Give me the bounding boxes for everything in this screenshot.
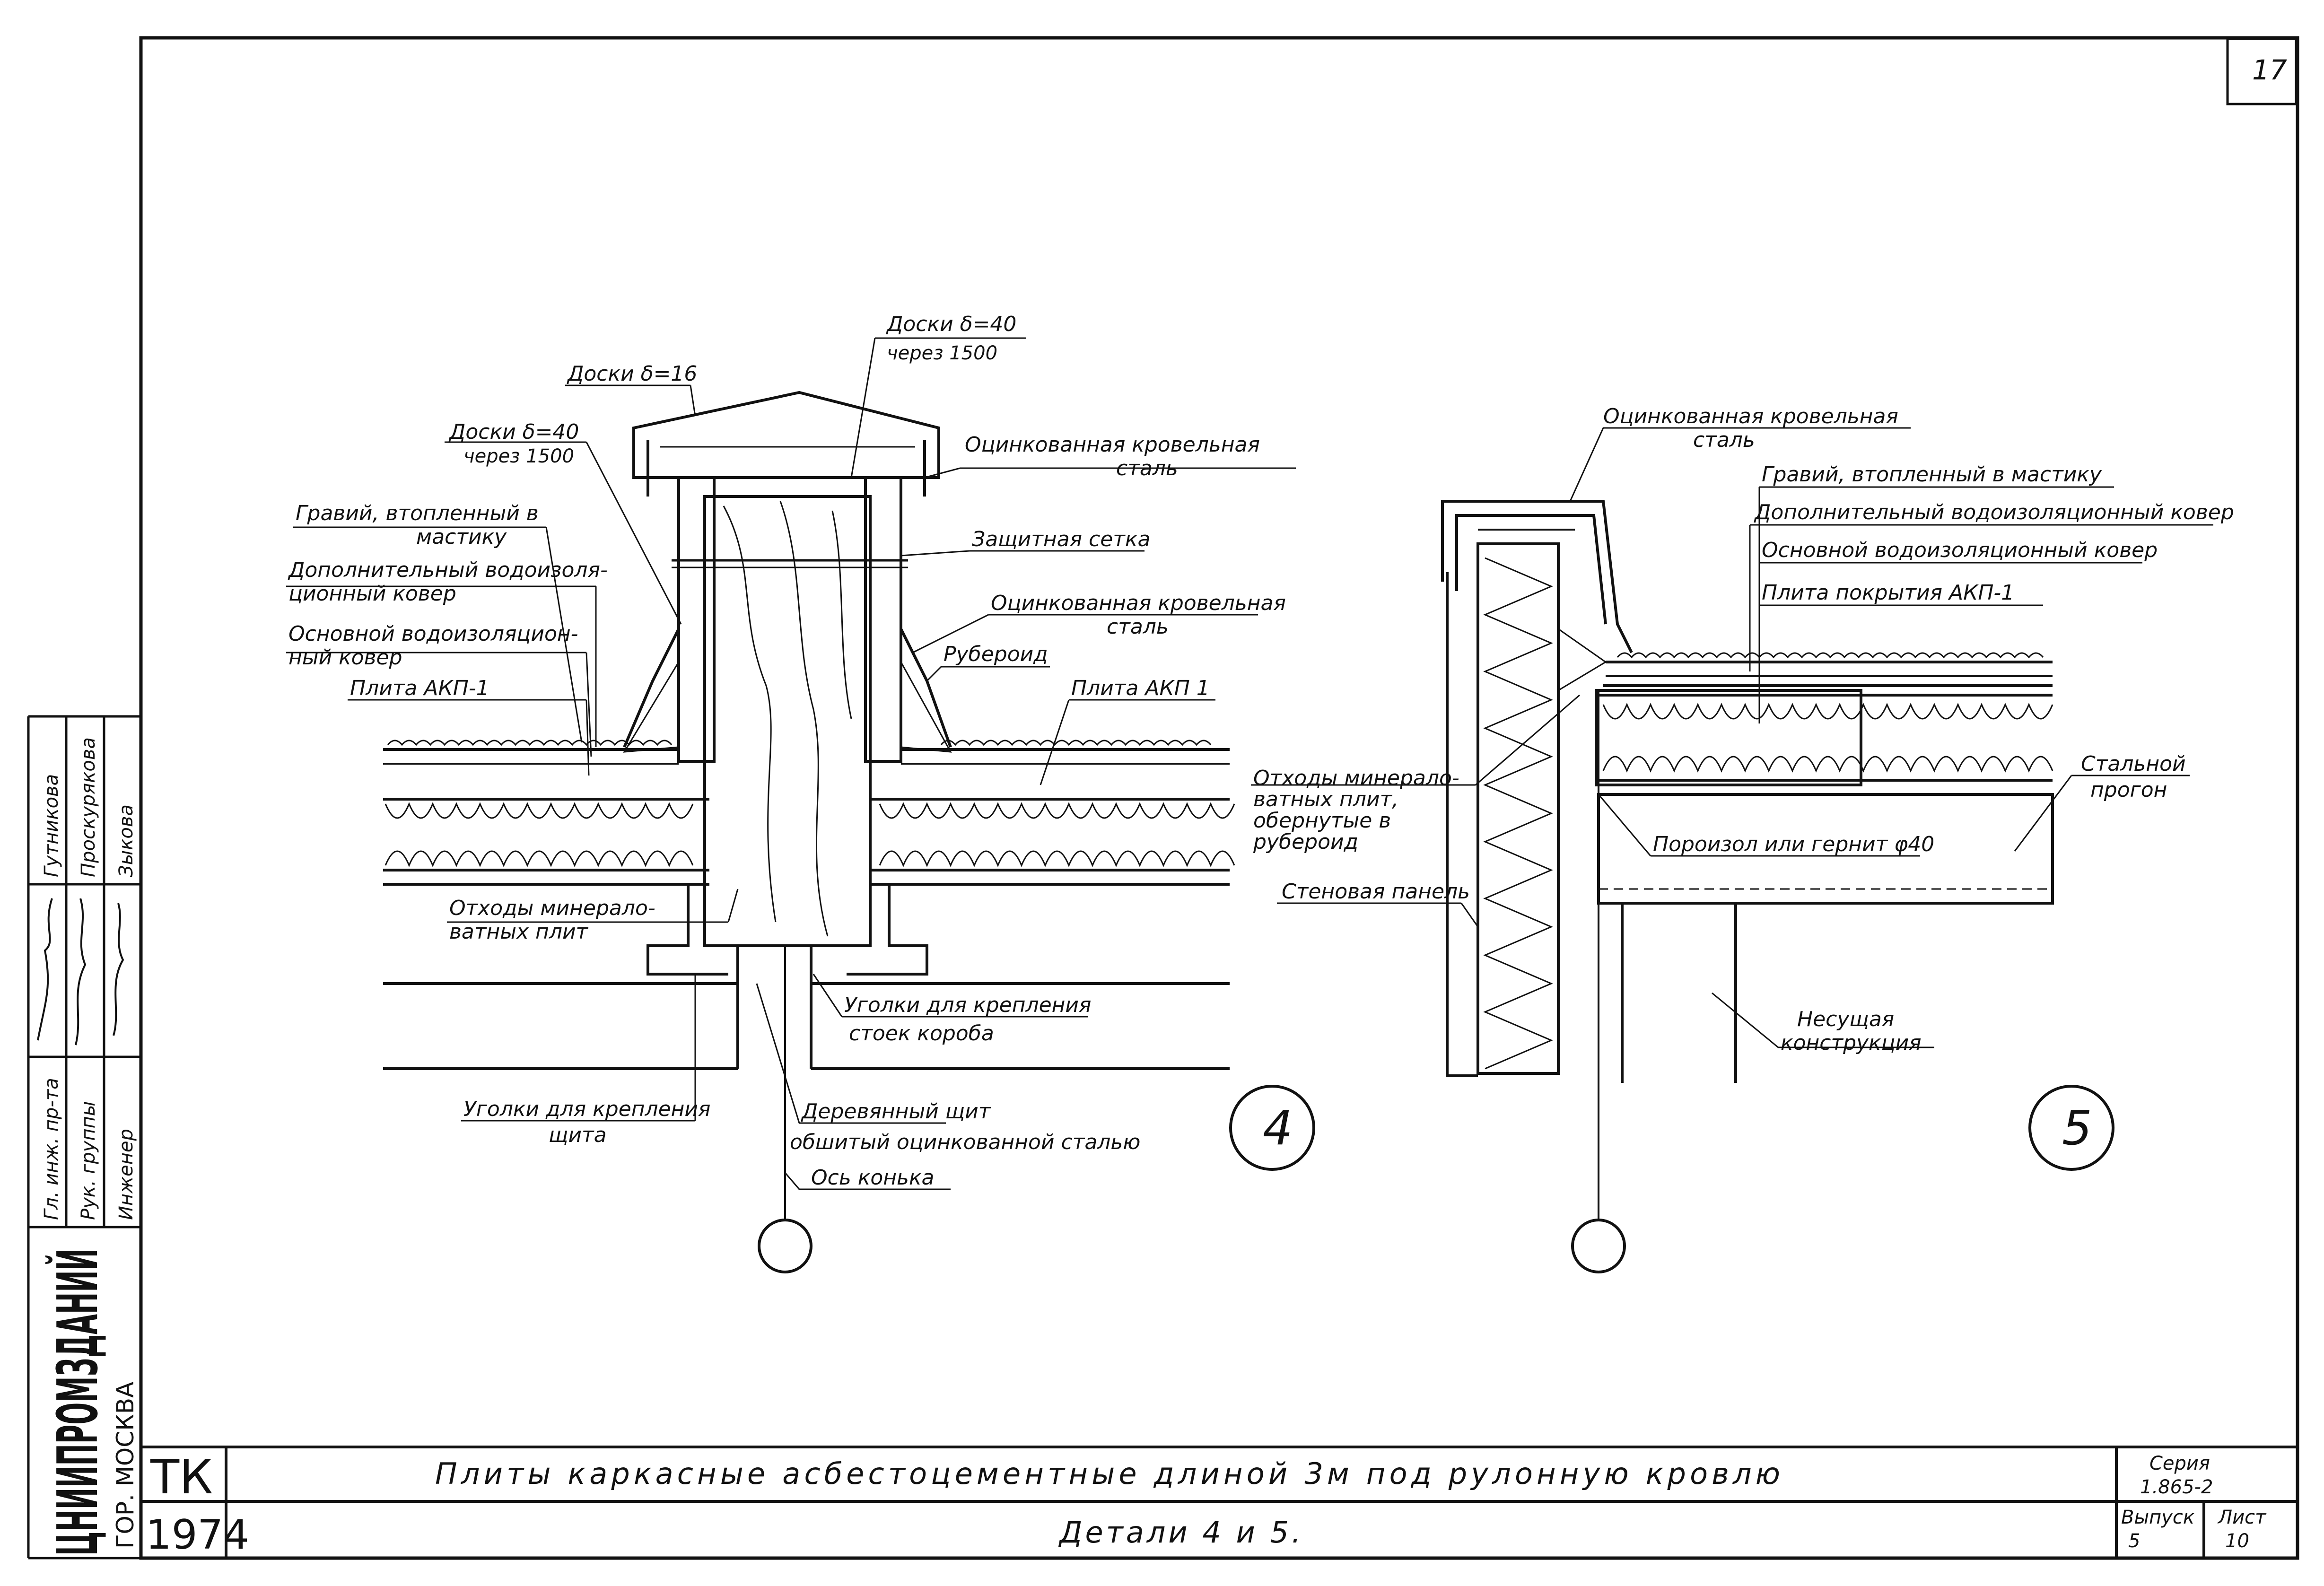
label-corners-box-2: стоек короба — [849, 1021, 994, 1046]
role-engineer: Инженер — [115, 1129, 137, 1220]
label-mesh: Защитная сетка — [972, 527, 1150, 551]
detail-4-marker: 4 — [1263, 1100, 1293, 1156]
role-chief-engineer: Гл. инж. пр-та — [41, 1078, 62, 1220]
doc-code: ТК — [150, 1449, 213, 1505]
label-d5-bearing-2: конструкция — [1781, 1031, 1922, 1055]
signature-table: Гл. инж. пр-та Рук. группы Инженер Гутни… — [37, 737, 137, 1220]
city-label: ГОР. МОСКВА — [112, 1382, 139, 1549]
label-wood-shield-2: обшитый оцинкованной сталью — [790, 1130, 1140, 1154]
sheet-frame — [139, 36, 2299, 1560]
drawing-subtitle: Детали 4 и 5. — [1058, 1515, 1304, 1550]
doc-year: 1974 — [146, 1511, 249, 1559]
detail-5-drawing — [1441, 500, 2114, 1273]
label-d5-waste: Отходы минерало- — [1253, 766, 1459, 790]
issue-label: Выпуск — [2121, 1507, 2194, 1528]
label-boards-16: Доски δ=16 — [567, 362, 697, 386]
label-waste: Отходы минерало- — [449, 896, 655, 920]
label-gravel-2: мастику — [416, 525, 507, 549]
label-d5-purlin-2: прогон — [2090, 778, 2167, 802]
name-group-leader: Проскурякова — [78, 737, 99, 877]
label-plate-right: Плита АКП 1 — [1071, 676, 1210, 700]
label-d5-waste-4: рубероид — [1253, 830, 1358, 854]
label-d5-steel: Оцинкованная кровельная — [1603, 404, 1898, 428]
label-d5-purlin: Стальной — [2081, 752, 2186, 776]
role-group-leader: Рук. группы — [78, 1101, 99, 1220]
label-ruberoid: Рубероид — [944, 642, 1048, 666]
label-wood-shield: Деревянный щит — [801, 1099, 991, 1124]
label-d5-waste-2: ватных плит, — [1253, 787, 1398, 811]
detail-4-drawing — [383, 391, 1315, 1273]
label-boards-40-left-step: через 1500 — [463, 445, 574, 467]
label-d5-wall-panel: Стеновая панель — [1282, 880, 1470, 904]
series-label: Серия — [2149, 1453, 2210, 1474]
label-plate-left: Плита АКП-1 — [350, 676, 489, 700]
label-corners-shield: Уголки для крепления — [463, 1097, 711, 1121]
org-name: ЦНИИПРОМЗДАНИЙ — [45, 1248, 110, 1556]
label-d5-gravel: Гравий, втопленный в мастику — [1762, 462, 2102, 487]
label-steel-mid: Оцинкованная кровельная — [991, 591, 1286, 615]
signature-scribbles — [37, 898, 124, 1046]
label-steel-top: Оцинкованная кровельная — [965, 433, 1260, 457]
label-gravel: Гравий, втопленный в — [296, 501, 539, 525]
drawing-title: Плиты каркасные асбестоцементные длиной … — [435, 1456, 1783, 1491]
label-ridge-axis: Ось конька — [811, 1166, 934, 1190]
title-block-grid — [141, 1446, 2298, 1558]
label-d5-steel-2: сталь — [1693, 428, 1755, 452]
detail-5-marker: 5 — [2062, 1100, 2092, 1156]
sheet-label: Лист — [2217, 1507, 2267, 1528]
label-d5-bearing: Несущая — [1797, 1007, 1894, 1031]
label-add-carpet: Дополнительный водоизоля- — [288, 558, 608, 582]
label-steel-mid-2: сталь — [1107, 615, 1169, 639]
label-boards-40-top-step: через 1500 — [887, 342, 997, 364]
label-d5-main-carpet: Основной водоизоляционный ковер — [1762, 538, 2158, 562]
page-number: 17 — [2252, 54, 2287, 86]
label-add-carpet-2: ционный ковер — [288, 582, 456, 606]
label-d5-add-carpet: Дополнительный водоизоляционный ковер — [1754, 500, 2234, 524]
sheet-value: 10 — [2225, 1530, 2249, 1552]
issue-value: 5 — [2128, 1530, 2140, 1552]
left-strip — [27, 715, 141, 1560]
label-boards-40-top: Доски δ=40 — [886, 312, 1016, 336]
label-waste-2: ватных плит — [449, 920, 589, 944]
detail-4-labels: Доски δ=16 Доски δ=40 через 1500 Доски δ… — [288, 312, 1286, 1190]
detail-5-labels: Оцинкованная кровельная сталь Гравий, вт… — [1253, 404, 2234, 1055]
label-d5-waste-3: обернутые в — [1253, 809, 1391, 833]
name-engineer: Зыкова — [115, 804, 137, 877]
label-corners-shield-2: щита — [549, 1123, 607, 1147]
label-d5-plate: Плита покрытия АКП-1 — [1762, 581, 2014, 605]
name-chief-engineer: Гутникова — [41, 774, 62, 877]
label-corners-box: Уголки для крепления — [844, 993, 1092, 1017]
detail-5-leaders — [1251, 427, 2213, 1048]
detail-4-leaders — [286, 337, 1296, 1190]
label-main-carpet: Основной водоизоляцион- — [288, 622, 578, 646]
label-main-carpet-2: ный ковер — [288, 645, 402, 670]
label-steel-top-2: сталь — [1116, 456, 1178, 480]
series-value: 1.865-2 — [2140, 1476, 2213, 1498]
label-d5-poroizol: Пороизол или гернит φ40 — [1653, 832, 1934, 856]
label-boards-40-left: Доски δ=40 — [448, 420, 579, 444]
